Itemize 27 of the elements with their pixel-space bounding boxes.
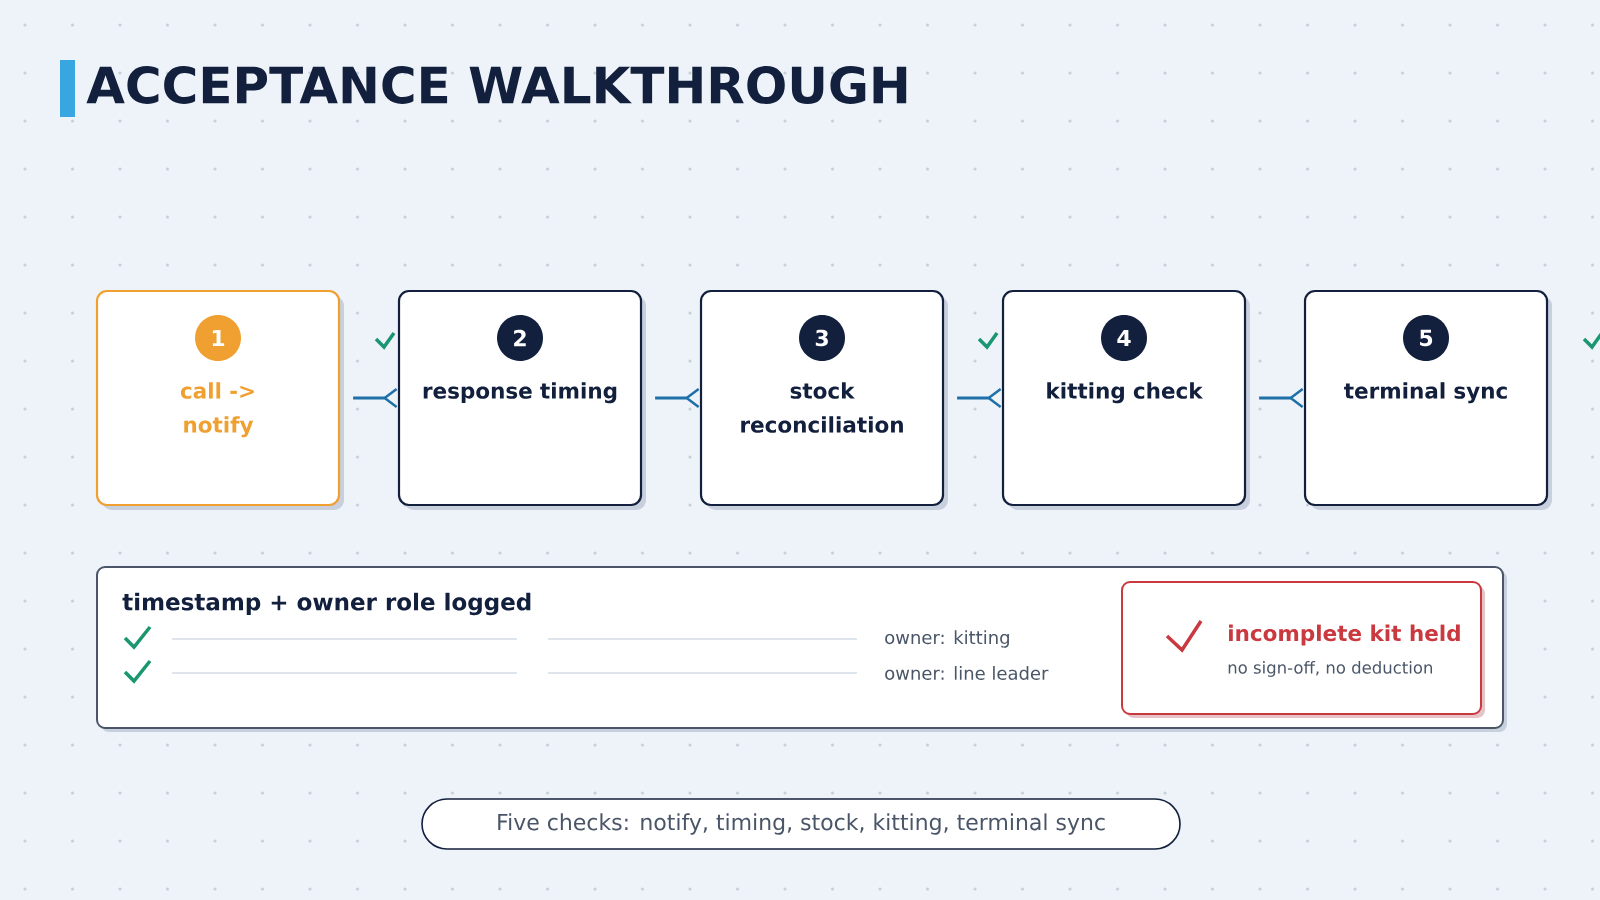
step-title: call -> notify [180, 382, 254, 438]
step-number: 3 [799, 315, 845, 361]
step-box [95, 289, 344, 510]
owner-text: owner: line leader [885, 666, 1049, 680]
connector [655, 388, 700, 408]
step-number: 2 [497, 315, 543, 361]
step-title: terminal sync [1344, 382, 1507, 404]
title: ACCEPTANCE WALKTHROUGH [86, 66, 907, 104]
summary-pill: Five checks: notify, timing, stock, kitting, terminal sync [421, 798, 1181, 850]
connector [353, 388, 398, 408]
step-box [397, 289, 646, 510]
warning-title: incomplete kit held [1229, 624, 1460, 646]
warning-text: no sign-off, no deduction [1228, 661, 1432, 677]
connector [1259, 388, 1304, 408]
step-number: 1 [195, 315, 241, 361]
owner-text: owner: kitting [885, 630, 1009, 648]
step-title: stock reconciliation [741, 382, 903, 433]
step-title: kitting check [1047, 382, 1203, 404]
step-box [699, 289, 948, 510]
connector [957, 388, 1002, 408]
step-number: 4 [1101, 315, 1147, 361]
step-box [1001, 289, 1250, 510]
step-title: response timing [423, 382, 617, 404]
warning-box [1121, 581, 1485, 718]
step-number: 5 [1403, 315, 1449, 361]
panel-heading: timestamp + owner role logged [122, 592, 531, 616]
step-box [1303, 289, 1552, 510]
